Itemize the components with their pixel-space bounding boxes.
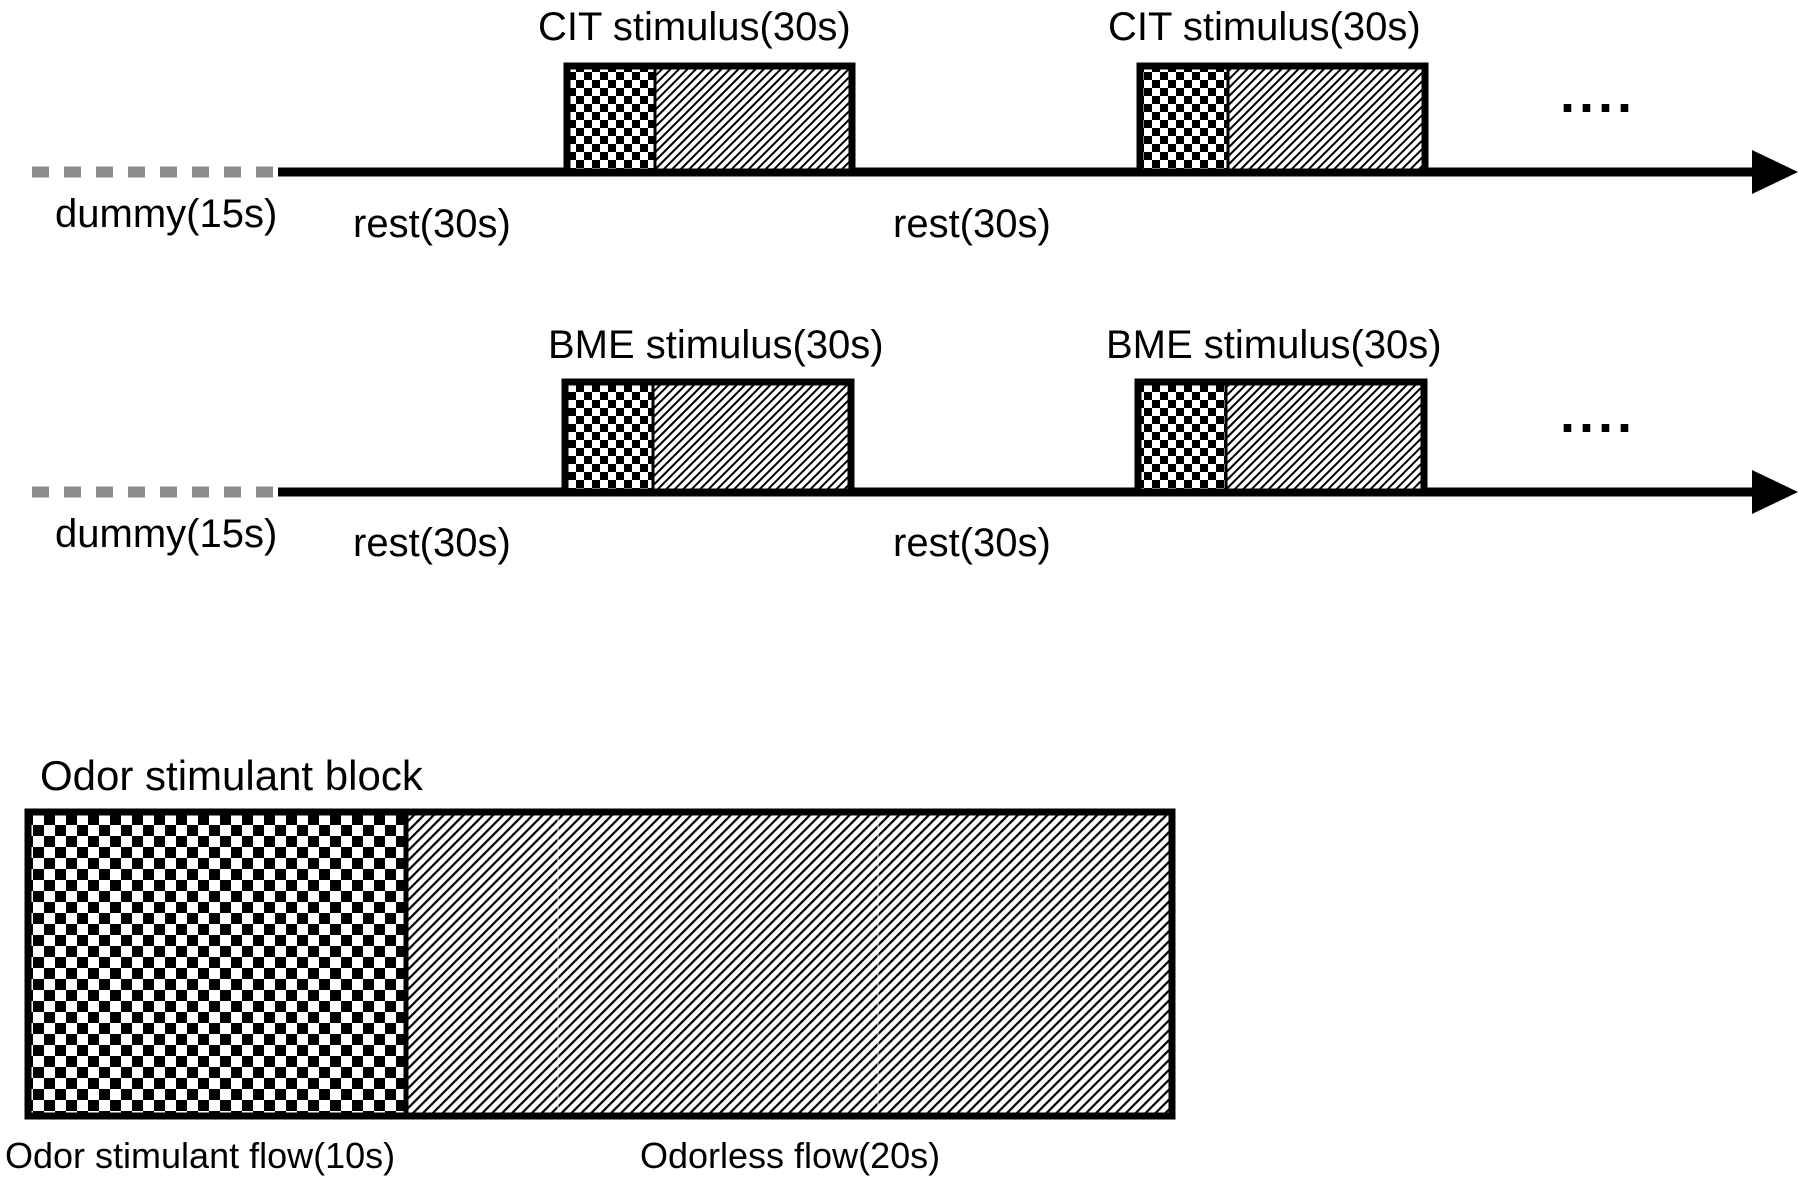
timeline-bme: BME stimulus(30s) BME stimulus(30s) dumm… xyxy=(32,323,1798,565)
dummy-label: dummy(15s) xyxy=(55,192,277,236)
stimulus-block xyxy=(1136,62,1429,176)
odor-flow-segment xyxy=(28,812,406,1116)
odorless-flow-segment xyxy=(1226,382,1424,492)
time-axis-arrowhead xyxy=(1752,470,1798,514)
dummy-label: dummy(15s) xyxy=(55,512,277,556)
rest-label: rest(30s) xyxy=(353,202,511,246)
stimulus-label: BME stimulus(30s) xyxy=(1106,323,1442,367)
stimulus-block xyxy=(561,378,855,496)
odorless-flow-segment xyxy=(655,66,852,172)
odor-flow-label: Odor stimulant flow(10s) xyxy=(5,1135,395,1176)
continuation-ellipsis: .... xyxy=(1560,64,1636,124)
stimulus-block-outline xyxy=(1136,62,1429,176)
time-axis-arrowhead xyxy=(1752,150,1798,194)
stimulus-block xyxy=(563,62,856,176)
block-outline xyxy=(24,808,1176,1120)
stimulus-block-outline xyxy=(563,62,856,176)
stimulus-block xyxy=(1134,378,1428,496)
timeline-cit: CIT stimulus(30s) CIT stimulus(30s) dumm… xyxy=(32,5,1798,246)
rest-label: rest(30s) xyxy=(893,202,1051,246)
odor-flow-segment xyxy=(1138,382,1226,492)
stimulus-label: BME stimulus(30s) xyxy=(548,323,884,367)
stimulus-block-outline xyxy=(561,378,855,496)
odorless-flow-segment xyxy=(653,382,851,492)
rest-label: rest(30s) xyxy=(353,521,511,565)
block-title: Odor stimulant block xyxy=(40,752,424,799)
odor-flow-segment xyxy=(565,382,653,492)
odor-flow-segment xyxy=(567,66,655,172)
stimulus-label: CIT stimulus(30s) xyxy=(1108,5,1421,49)
continuation-ellipsis: .... xyxy=(1560,384,1636,444)
odor-stimulant-block-detail: Odor stimulant block Odor stimulant flow… xyxy=(5,752,1176,1176)
odor-flow-segment xyxy=(1140,66,1228,172)
rest-label: rest(30s) xyxy=(893,521,1051,565)
odorless-flow-segment xyxy=(406,812,1172,1116)
stimulus-block-outline xyxy=(1134,378,1428,496)
odorless-flow-segment xyxy=(1228,66,1425,172)
stimulus-label: CIT stimulus(30s) xyxy=(538,5,851,49)
odorless-flow-label: Odorless flow(20s) xyxy=(640,1135,940,1176)
